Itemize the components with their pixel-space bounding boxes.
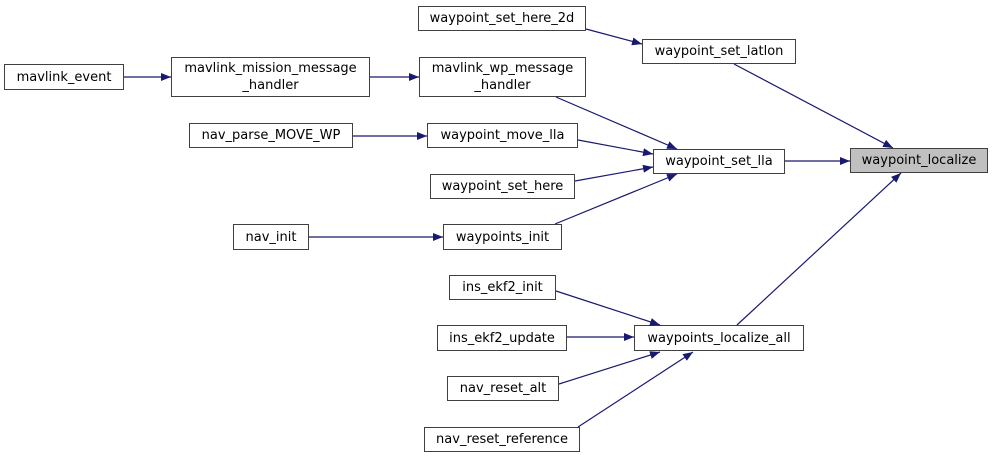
node-waypoint_set_here_2d[interactable]: waypoint_set_here_2d: [418, 6, 586, 31]
node-mavlink_wp_message_handler[interactable]: mavlink_wp_message _handler: [419, 57, 586, 97]
edge-ins_ekf2_init-to-waypoints_localize_all: [555, 290, 661, 326]
edge-waypoints_localize_all-to-waypoint_localize: [736, 172, 902, 326]
edge-waypoint_set_here_2d-to-waypoint_set_latlon: [585, 28, 643, 46]
edge-waypoint_set_latlon-to-waypoint_localize: [733, 63, 894, 149]
node-mavlink_mission_message_handler[interactable]: mavlink_mission_message _handler: [171, 57, 370, 97]
node-waypoint_move_lla[interactable]: waypoint_move_lla: [427, 123, 578, 148]
node-waypoints_init[interactable]: waypoints_init: [443, 224, 562, 250]
node-nav_reset_reference[interactable]: nav_reset_reference: [424, 427, 580, 452]
edge-nav_reset_alt-to-waypoints_localize_all: [558, 351, 661, 385]
node-nav_init[interactable]: nav_init: [233, 224, 309, 250]
edge-waypoint_move_lla-to-waypoint_set_lla: [577, 139, 654, 157]
node-ins_ekf2_update[interactable]: ins_ekf2_update: [437, 325, 567, 351]
node-ins_ekf2_init[interactable]: ins_ekf2_init: [449, 275, 556, 300]
node-nav_reset_alt[interactable]: nav_reset_alt: [447, 376, 559, 401]
node-waypoints_localize_all[interactable]: waypoints_localize_all: [634, 325, 804, 351]
edge-waypoint_set_here-to-waypoint_set_lla: [574, 164, 654, 182]
node-waypoint_set_here[interactable]: waypoint_set_here: [430, 174, 575, 199]
node-waypoint_set_latlon[interactable]: waypoint_set_latlon: [642, 39, 796, 64]
node-waypoint_localize: waypoint_localize: [850, 148, 988, 173]
node-waypoint_set_lla[interactable]: waypoint_set_lla: [653, 149, 785, 174]
node-nav_parse_MOVE_WP[interactable]: nav_parse_MOVE_WP: [189, 123, 353, 148]
edge-nav_reset_reference-to-waypoints_localize_all: [577, 351, 694, 428]
node-mavlink_event[interactable]: mavlink_event: [4, 64, 124, 90]
